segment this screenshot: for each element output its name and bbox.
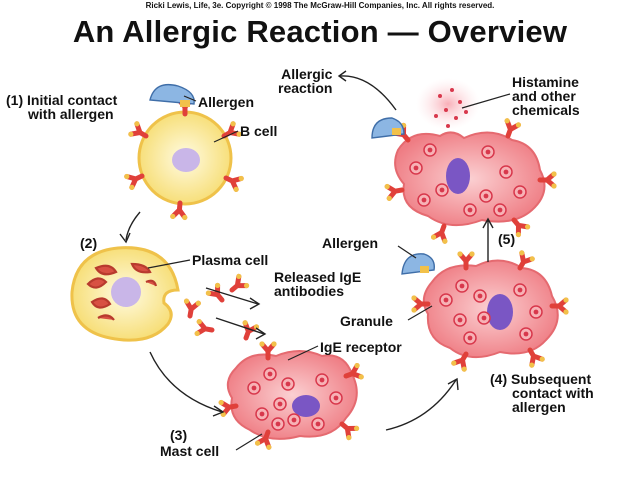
- label-allergic-reaction: Allergic reaction: [278, 67, 332, 95]
- label-released-ige: Released IgE antibodies: [274, 270, 361, 298]
- plasma-cell: [70, 246, 180, 342]
- b-cell: [137, 110, 233, 206]
- histamine-line-3: chemicals: [512, 102, 580, 118]
- label-b-cell: B cell: [240, 123, 278, 139]
- step-1-line-2: with allergen: [28, 106, 114, 122]
- label-mast-cell: Mast cell: [160, 443, 220, 459]
- step-3-label: (3): [170, 427, 188, 443]
- released-ige-line-2: antibodies: [274, 283, 345, 299]
- mast-cell-sensitized: [422, 259, 559, 359]
- allergen-top: [149, 83, 195, 107]
- mast-cell-degranulating: [394, 131, 546, 227]
- label-allergen-mid: Allergen: [322, 235, 379, 251]
- step-1-label: (1) Initial contact with allergen: [6, 93, 117, 121]
- allergic-reaction-line-1: Allergic: [281, 66, 333, 82]
- page-title: An Allergic Reaction — Overview: [72, 14, 568, 49]
- histamine-mist: [416, 78, 480, 130]
- allergen-upper: [371, 117, 405, 139]
- step-4-line-2: contact with: [512, 385, 594, 401]
- label-granule: Granule: [340, 313, 393, 329]
- label-ige-receptor: IgE receptor: [320, 339, 402, 355]
- label-leader-lines: [147, 93, 511, 451]
- label-allergen-top: Allergen: [198, 94, 255, 110]
- allergen-mid: [401, 253, 435, 275]
- histamine-line-1: Histamine: [512, 74, 579, 90]
- allergic-reaction-line-2: reaction: [278, 80, 333, 96]
- step-1-line-1: (1) Initial contact: [6, 92, 118, 108]
- step-4-line-3: allergen: [512, 399, 566, 415]
- histamine-line-2: and other: [512, 88, 576, 104]
- mast-cell: [226, 350, 358, 440]
- label-histamine: Histamine and other chemicals: [512, 75, 580, 117]
- label-plasma-cell: Plasma cell: [192, 252, 269, 268]
- step-2-label: (2): [80, 235, 98, 251]
- released-ige-antibodies: [182, 273, 260, 341]
- step-4-label: (4) Subsequent contact with allergen: [490, 372, 594, 414]
- step-5-label: (5): [498, 231, 516, 247]
- released-ige-line-1: Released IgE: [274, 269, 362, 285]
- copyright-line: Ricki Lewis, Life, 3e. Copyright © 1998 …: [145, 1, 495, 10]
- cycle-arrows: [119, 70, 494, 431]
- step-4-line-1: (4) Subsequent: [490, 371, 592, 387]
